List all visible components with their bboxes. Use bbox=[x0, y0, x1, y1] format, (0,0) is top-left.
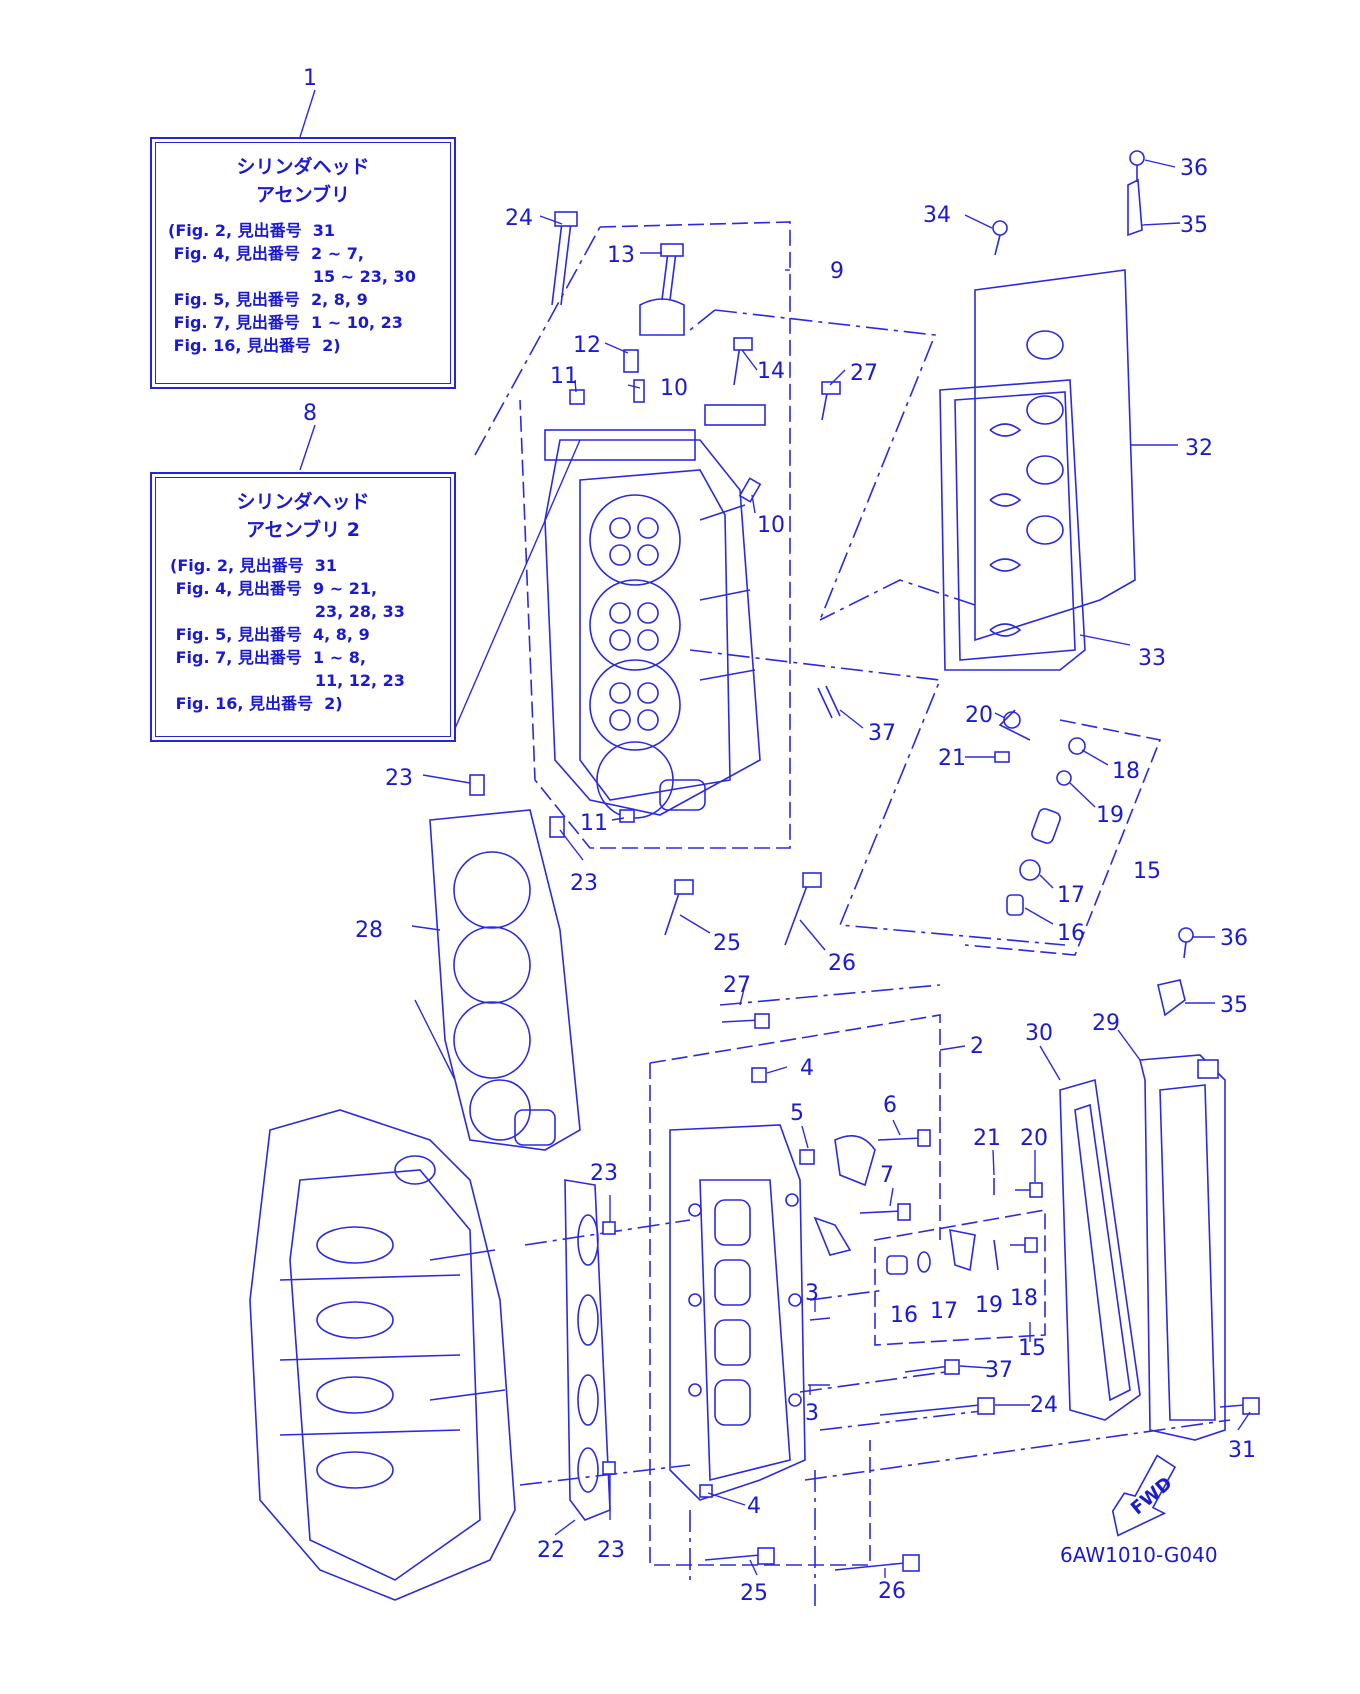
callout-leaders bbox=[411, 159, 1251, 1578]
callout-36: 36 bbox=[1180, 156, 1208, 181]
box-leaders bbox=[299, 89, 581, 1081]
callout-21: 21 bbox=[938, 746, 966, 771]
callout-23: 23 bbox=[597, 1538, 625, 1563]
callout-10: 10 bbox=[660, 376, 688, 401]
callout-20: 20 bbox=[965, 703, 993, 728]
callout-23: 23 bbox=[570, 871, 598, 896]
box-2-ref: Fig. 16, 見出番号 2) bbox=[170, 694, 343, 713]
callout-9: 9 bbox=[830, 259, 844, 284]
diagram-code: 6AW1010-G040 bbox=[1060, 1543, 1218, 1567]
callout-35: 35 bbox=[1180, 213, 1208, 238]
callout-27: 27 bbox=[723, 973, 751, 998]
callout-2: 2 bbox=[970, 1034, 984, 1059]
cylinder-block bbox=[249, 1109, 516, 1601]
callout-20: 20 bbox=[1020, 1126, 1048, 1151]
callout-33: 33 bbox=[1138, 646, 1166, 671]
box-2-ref: (Fig. 2, 見出番号 31 bbox=[170, 556, 338, 575]
callout-24: 24 bbox=[1030, 1393, 1058, 1418]
box-2-title-line-2: アセンブリ 2 bbox=[246, 519, 360, 541]
callout-16: 16 bbox=[1057, 921, 1085, 946]
callout-18: 18 bbox=[1112, 759, 1140, 784]
callout-1: 1 bbox=[303, 66, 317, 91]
box-2-ref: 11, 12, 23 bbox=[170, 671, 405, 690]
lower-hardware bbox=[602, 1013, 1260, 1572]
upper-dashed-frames bbox=[474, 221, 1162, 956]
box-2-ref: Fig. 7, 見出番号 1 ~ 8, bbox=[170, 648, 366, 667]
box-2-title-line-1: シリンダヘッド bbox=[236, 491, 370, 513]
callout-36: 36 bbox=[1220, 926, 1248, 951]
callout-19: 19 bbox=[1096, 803, 1124, 828]
callout-8: 8 bbox=[303, 401, 317, 426]
callout-10: 10 bbox=[757, 513, 785, 538]
upper-valve-cover bbox=[939, 150, 1145, 671]
callout-3: 3 bbox=[805, 1281, 819, 1306]
box-2-ref: Fig. 5, 見出番号 4, 8, 9 bbox=[170, 625, 370, 644]
callout-26: 26 bbox=[828, 951, 856, 976]
upper-cylinder-head bbox=[544, 298, 766, 819]
fwd-arrow: FWD bbox=[1111, 1454, 1177, 1537]
callout-17: 17 bbox=[930, 1299, 958, 1324]
callout-35: 35 bbox=[1220, 993, 1248, 1018]
callout-21: 21 bbox=[973, 1126, 1001, 1151]
fwd-label: FWD bbox=[1127, 1473, 1177, 1519]
callout-24: 24 bbox=[505, 206, 533, 231]
callout-11: 11 bbox=[580, 811, 608, 836]
callout-26: 26 bbox=[878, 1579, 906, 1604]
callout-3: 3 bbox=[805, 1401, 819, 1426]
callout-13: 13 bbox=[607, 243, 635, 268]
callout-31: 31 bbox=[1228, 1438, 1256, 1463]
callout-27: 27 bbox=[850, 361, 878, 386]
lower-cylinder-head bbox=[669, 1124, 806, 1501]
head-gasket bbox=[429, 809, 581, 1151]
callout-28: 28 bbox=[355, 918, 383, 943]
callout-32: 32 bbox=[1185, 436, 1213, 461]
callout-15: 15 bbox=[1133, 859, 1161, 884]
exhaust-gasket bbox=[564, 1179, 611, 1521]
callout-22: 22 bbox=[537, 1538, 565, 1563]
assembly-reference-box-1: シリンダヘッド アセンブリ (Fig. 2, 見出番号 31 Fig. 4, 見… bbox=[150, 137, 456, 389]
box-1-title-line-2: アセンブリ bbox=[255, 184, 351, 206]
callout-14: 14 bbox=[757, 359, 785, 384]
lower-dashed-frames bbox=[519, 984, 1231, 1610]
callout-11: 11 bbox=[550, 364, 578, 389]
lower-valve-cover bbox=[1059, 927, 1226, 1441]
callout-labels: 1 8 24 13 9 12 14 27 11 10 10 36 35 34 3… bbox=[303, 66, 1256, 1606]
box-1-ref: (Fig. 2, 見出番号 31 bbox=[168, 221, 336, 240]
callout-5: 5 bbox=[790, 1101, 804, 1126]
box-2-ref: Fig. 4, 見出番号 9 ~ 21, bbox=[170, 579, 378, 598]
callout-37: 37 bbox=[985, 1358, 1013, 1383]
box-1-ref: Fig. 7, 見出番号 1 ~ 10, 23 bbox=[168, 313, 403, 332]
callout-17: 17 bbox=[1057, 883, 1085, 908]
callout-16: 16 bbox=[890, 1303, 918, 1328]
callout-25: 25 bbox=[713, 931, 741, 956]
callout-37: 37 bbox=[868, 721, 896, 746]
box-1-ref: Fig. 16, 見出番号 2) bbox=[168, 336, 341, 355]
callout-29: 29 bbox=[1092, 1011, 1120, 1036]
callout-18: 18 bbox=[1010, 1286, 1038, 1311]
box-1-title-line-1: シリンダヘッド bbox=[236, 156, 370, 178]
upper-hardware bbox=[469, 211, 1086, 946]
box-1-ref: 15 ~ 23, 30 bbox=[168, 267, 416, 286]
callout-6: 6 bbox=[883, 1093, 897, 1118]
callout-15: 15 bbox=[1018, 1336, 1046, 1361]
assembly-reference-box-2: シリンダヘッド アセンブリ 2 (Fig. 2, 見出番号 31 Fig. 4,… bbox=[150, 472, 456, 742]
callout-4: 4 bbox=[800, 1056, 814, 1081]
callout-19: 19 bbox=[975, 1293, 1003, 1318]
callout-23: 23 bbox=[590, 1161, 618, 1186]
callout-30: 30 bbox=[1025, 1021, 1053, 1046]
callout-12: 12 bbox=[573, 333, 601, 358]
box-1-ref: Fig. 5, 見出番号 2, 8, 9 bbox=[168, 290, 368, 309]
box-1-ref: Fig. 4, 見出番号 2 ~ 7, bbox=[168, 244, 364, 263]
box-2-ref: 23, 28, 33 bbox=[170, 602, 405, 621]
callout-34: 34 bbox=[923, 203, 951, 228]
callout-23: 23 bbox=[385, 766, 413, 791]
callout-25: 25 bbox=[740, 1581, 768, 1606]
callout-7: 7 bbox=[880, 1163, 894, 1188]
callout-4: 4 bbox=[747, 1494, 761, 1519]
